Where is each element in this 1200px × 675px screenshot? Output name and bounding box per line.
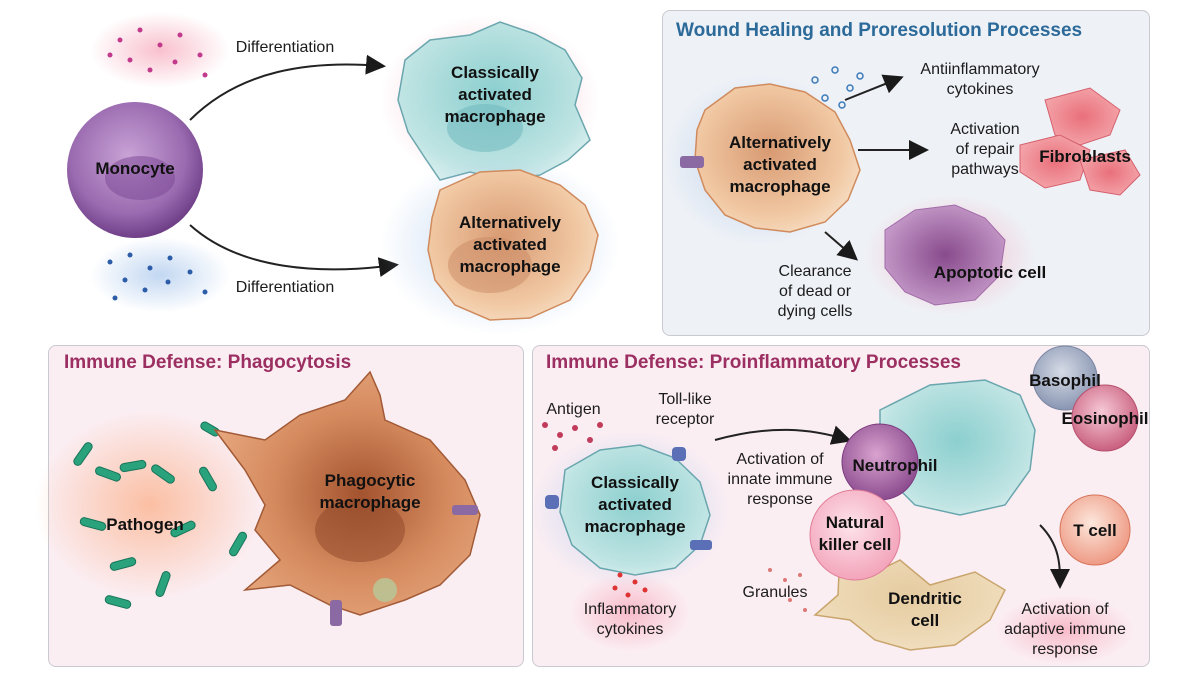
fibroblasts-label: Fibroblasts xyxy=(1039,147,1131,166)
alternative-macrophage-label: Alternatively activated macrophage xyxy=(445,212,575,278)
repair-label: Activation of repair pathways xyxy=(935,120,1035,180)
innate-line-2: innate immune xyxy=(727,471,833,488)
cytokines-line-1: Inflammatory xyxy=(583,601,677,618)
basophil-label: Basophil xyxy=(1029,371,1101,390)
innate-line-1: Activation of xyxy=(736,451,824,468)
adaptive-line-1: Activation of xyxy=(1021,601,1109,618)
nk-line-2: killer cell xyxy=(818,535,892,554)
clearance-label: Clearance of dead or dying cells xyxy=(760,262,870,322)
wound-macrophage-label: Alternatively activated macrophage xyxy=(715,132,845,198)
clearance-line-1: Clearance xyxy=(778,263,852,280)
classical-line-3: macrophage xyxy=(444,107,546,126)
toll-line-2: receptor xyxy=(655,411,715,428)
neutrophil-label: Neutrophil xyxy=(852,456,938,475)
basophil-cell xyxy=(1032,345,1098,411)
toll-like-receptor-label: Toll-like receptor xyxy=(640,390,730,430)
cytokines-line-2: cytokines xyxy=(596,621,664,638)
repair-line-1: Activation xyxy=(950,121,1020,138)
repair-line-2: of repair xyxy=(955,141,1015,158)
phagocytic-macrophage xyxy=(213,370,481,616)
innate-line-3: response xyxy=(747,491,813,508)
nk-line-1: Natural xyxy=(825,513,885,532)
monocyte-label: Monocyte xyxy=(95,159,175,178)
alternative-line-2: activated xyxy=(473,235,547,254)
antiinflammatory-label: Antiinflammatory cytokines xyxy=(905,60,1055,100)
t-cell xyxy=(1059,494,1131,566)
phagocytic-line-2: macrophage xyxy=(319,493,421,512)
repair-line-3: pathways xyxy=(951,161,1019,178)
classical-macrophage-label: Classically activated macrophage xyxy=(430,62,560,128)
proinf-macrophage-line-2: activated xyxy=(598,495,672,514)
proinf-macrophage-line-3: macrophage xyxy=(584,517,686,536)
differentiation-bottom-label: Differentiation xyxy=(235,279,335,296)
adaptive-line-2: adaptive immune xyxy=(1004,621,1126,638)
alternative-line-1: Alternatively xyxy=(458,213,562,232)
granules-label: Granules xyxy=(742,584,808,601)
classical-macrophage-top xyxy=(397,21,591,181)
dendritic-cell-label: Dendritic cell xyxy=(870,588,980,632)
wound-macrophage-line-2: activated xyxy=(743,155,817,174)
clearance-line-3: dying cells xyxy=(777,303,853,320)
antigen-label: Antigen xyxy=(546,401,601,418)
eosinophil-cell xyxy=(1071,384,1139,452)
phagocytosis-panel-title: Immune Defense: Phagocytosis xyxy=(64,352,352,373)
pathogen-label: Pathogen xyxy=(106,515,184,534)
classical-line-1: Classically xyxy=(451,63,539,82)
wound-panel-title: Wound Healing and Proresolution Processe… xyxy=(676,20,1083,41)
innate-response-label: Activation of innate immune response xyxy=(715,450,845,510)
differentiation-top-label: Differentiation xyxy=(235,39,335,56)
adaptive-response-label: Activation of adaptive immune response xyxy=(995,600,1135,660)
wound-macrophage-line-1: Alternatively xyxy=(728,133,832,152)
dendritic-line-1: Dendritic xyxy=(888,589,962,608)
proinf-macrophage-label: Classically activated macrophage xyxy=(570,472,700,538)
proinf-macrophage-line-1: Classically xyxy=(591,473,679,492)
proinflammatory-panel-title: Immune Defense: Proinflammatory Processe… xyxy=(546,352,961,373)
nk-cell-label: Natural killer cell xyxy=(805,512,905,556)
nk-cell xyxy=(809,489,901,581)
phagocytic-macrophage-label: Phagocytic macrophage xyxy=(305,470,435,514)
toll-line-1: Toll-like xyxy=(658,391,712,408)
inflammatory-cytokines-label: Inflammatory cytokines xyxy=(570,600,690,640)
phagocytic-line-1: Phagocytic xyxy=(324,471,416,490)
alternative-line-3: macrophage xyxy=(459,257,561,276)
apoptotic-cell xyxy=(884,204,1006,306)
eosinophil-label: Eosinophil xyxy=(1061,409,1149,428)
alternative-macrophage-wound xyxy=(694,83,861,233)
adaptive-line-3: response xyxy=(1032,641,1098,658)
antiinflammatory-line-2: cytokines xyxy=(946,81,1014,98)
wound-macrophage-line-3: macrophage xyxy=(729,177,831,196)
clearance-line-2: of dead or xyxy=(778,283,852,300)
dendritic-line-2: cell xyxy=(910,611,940,630)
t-cell-label: T cell xyxy=(1073,521,1117,540)
antiinflammatory-line-1: Antiinflammatory xyxy=(920,61,1040,78)
classical-line-2: activated xyxy=(458,85,532,104)
apoptotic-label: Apoptotic cell xyxy=(933,263,1047,282)
